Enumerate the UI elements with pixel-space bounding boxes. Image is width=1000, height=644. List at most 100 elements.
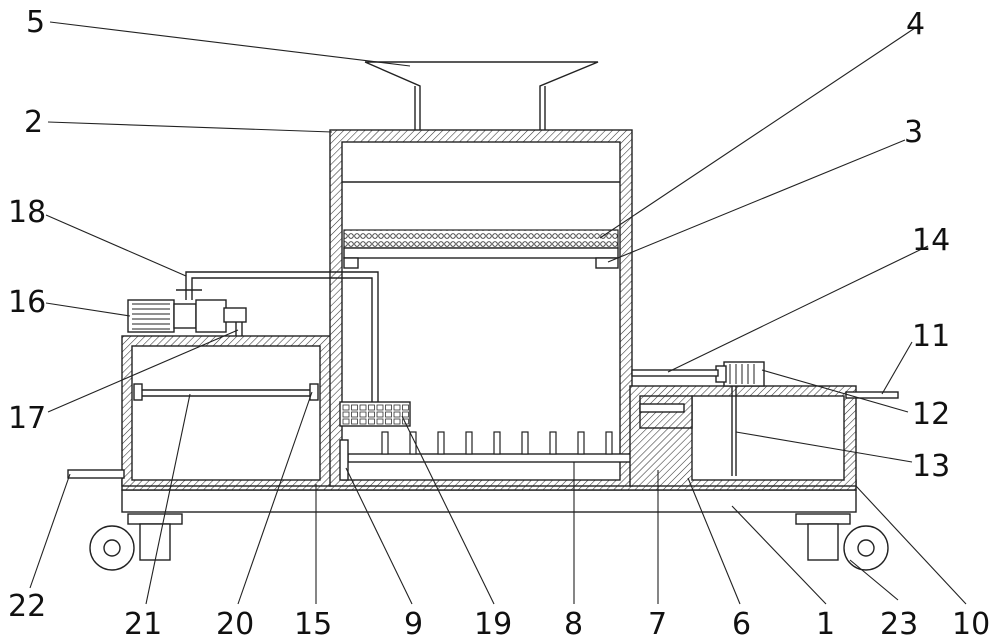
left-tank-bracket-right: [309, 383, 319, 401]
left-pump: [195, 299, 227, 333]
right-tank-inner: [691, 395, 845, 481]
mesh-cell: [368, 404, 375, 411]
spray-nozzle: [409, 431, 417, 455]
label-4: 4: [906, 7, 925, 42]
wheel-left: [89, 513, 183, 571]
label-19: 19: [474, 607, 512, 642]
label-20: 20: [216, 607, 254, 642]
spray-nozzle: [549, 431, 557, 455]
leader-9: [345, 467, 413, 605]
leader-22: [29, 473, 71, 589]
spray-nozzle: [493, 431, 501, 455]
mesh-block-grid: [342, 404, 409, 425]
mesh-cell: [385, 418, 392, 425]
spray-nozzle: [577, 431, 585, 455]
leader-5: [49, 21, 411, 67]
leader-2: [47, 121, 333, 133]
mesh-cell: [351, 418, 358, 425]
label-5: 5: [26, 5, 45, 40]
leader-6: [687, 477, 741, 605]
leader-4: [599, 27, 916, 239]
spray-nozzle: [465, 431, 473, 455]
main-body-inner: [341, 141, 621, 481]
mesh-cell: [368, 418, 375, 425]
mesh-cell: [368, 411, 375, 418]
leader-16: [45, 302, 131, 317]
mesh-cell: [342, 404, 350, 411]
left-pump-cap: [223, 307, 247, 323]
mesh-cell: [385, 404, 392, 411]
mesh-cell: [393, 418, 401, 425]
leader-18: [45, 214, 187, 277]
support-block-left: [343, 257, 359, 269]
label-14: 14: [912, 223, 950, 258]
label-12: 12: [912, 397, 950, 432]
left-motor-fins: [132, 303, 170, 330]
base-plate: [121, 489, 857, 513]
drain-pipe: [67, 469, 125, 479]
mesh-cell: [351, 411, 358, 418]
left-coupling: [173, 303, 197, 329]
mesh-cell: [342, 418, 350, 425]
right-partition-inner: [639, 403, 685, 413]
label-6: 6: [732, 607, 751, 642]
delivery-pipe: [185, 271, 379, 402]
label-9: 9: [404, 607, 423, 642]
outlet-pipe: [845, 391, 899, 399]
wheel-right: [795, 513, 889, 571]
mesh-cell: [359, 418, 367, 425]
label-16: 16: [8, 285, 46, 320]
label-10: 10: [952, 607, 990, 642]
hopper: [364, 61, 599, 130]
label-1: 1: [816, 607, 835, 642]
spray-nozzle: [437, 431, 445, 455]
right-motor-fins: [729, 364, 755, 384]
leader-1: [731, 505, 827, 605]
mesh-cell: [359, 411, 367, 418]
leader-21: [145, 393, 191, 605]
left-tank-bracket-left: [133, 383, 143, 401]
label-23: 23: [880, 607, 918, 642]
spray-nozzle: [381, 431, 389, 455]
label-2: 2: [24, 105, 43, 140]
label-22: 22: [8, 589, 46, 624]
filter-frame: [343, 247, 619, 259]
label-13: 13: [912, 449, 950, 484]
part-labels: 5 4 2 3 18 14 16 11 17 12 13 22 21 20 15…: [8, 5, 990, 642]
right-motor: [723, 361, 765, 387]
mesh-cell: [393, 404, 401, 411]
leader-10: [855, 485, 967, 605]
label-17: 17: [8, 401, 46, 436]
nozzle-group: [381, 431, 613, 455]
left-motor: [127, 299, 175, 333]
spray-pipe: [347, 453, 633, 463]
mesh-cell: [376, 418, 384, 425]
spray-nozzle: [521, 431, 529, 455]
support-block-right: [595, 257, 619, 269]
label-11: 11: [912, 319, 950, 354]
label-7: 7: [648, 607, 667, 642]
leader-11: [881, 341, 913, 395]
leader-14: [667, 245, 929, 373]
leader-13: [735, 431, 913, 463]
mesh-cell: [342, 411, 350, 418]
filter-layer: [343, 229, 619, 249]
label-18: 18: [8, 195, 46, 230]
mesh-cell: [393, 411, 401, 418]
pipe-post: [339, 439, 349, 481]
leader-17: [47, 329, 239, 413]
mesh-cell: [385, 411, 392, 418]
leader-20: [237, 391, 313, 605]
label-15: 15: [294, 607, 332, 642]
overflow-pipe: [631, 369, 719, 377]
mesh-cell: [376, 411, 384, 418]
mesh-cell: [402, 411, 409, 418]
mesh-cell: [402, 404, 409, 411]
leader-3: [607, 139, 906, 263]
suction-pipe: [235, 322, 243, 336]
label-21: 21: [124, 607, 162, 642]
spray-nozzle: [605, 431, 613, 455]
mesh-cell: [351, 404, 358, 411]
